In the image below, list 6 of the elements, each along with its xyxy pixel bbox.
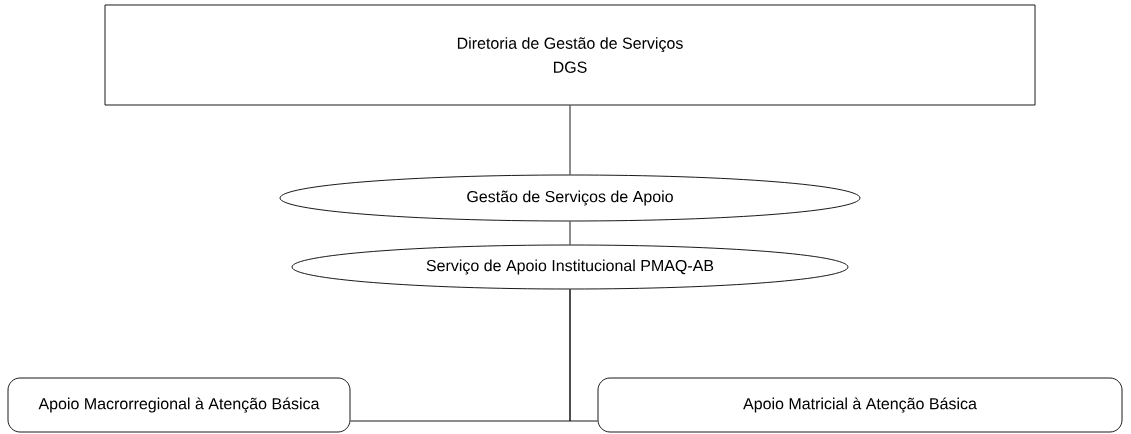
team-box: Apoio Macrorregional à Atenção Básica — [7, 377, 351, 433]
connector-line — [569, 289, 598, 422]
connector-line — [569, 105, 571, 175]
team-box: Apoio Matricial à Atenção Básica — [597, 377, 1123, 433]
org-box: Diretoria de Gestão de Serviços DGS — [104, 4, 1036, 106]
connector-line — [569, 221, 571, 245]
